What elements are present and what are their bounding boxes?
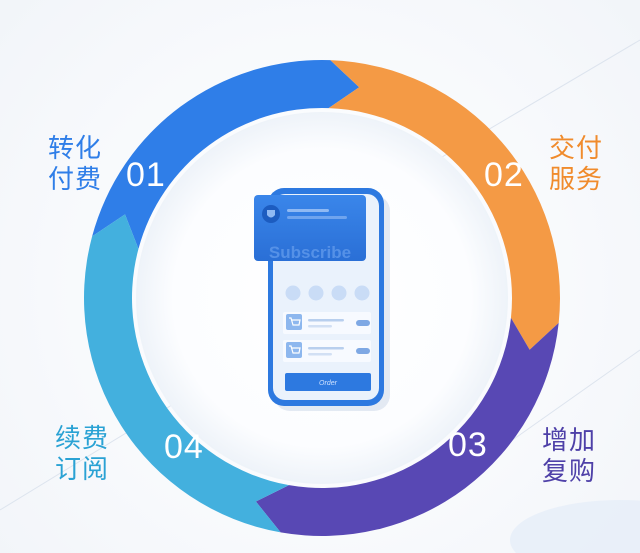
product-row bbox=[283, 340, 371, 362]
step-label-04-line1: 续费 bbox=[55, 424, 110, 454]
avatar-dot bbox=[354, 285, 370, 301]
avatar-dot bbox=[285, 285, 301, 301]
cycle-segment-03 bbox=[255, 317, 559, 536]
avatar-dot bbox=[308, 285, 324, 301]
shield-badge-glyph bbox=[267, 210, 275, 218]
product-line bbox=[308, 347, 344, 350]
step-label-02-line1: 交付 bbox=[549, 134, 604, 164]
step-number-02: 02 bbox=[484, 156, 524, 194]
cycle-segment-01 bbox=[92, 59, 360, 249]
step-number-03: 03 bbox=[448, 426, 488, 464]
step-number-01: 01 bbox=[126, 156, 166, 194]
step-label-03-line1: 增加 bbox=[542, 426, 597, 456]
product-pill bbox=[356, 320, 370, 326]
order-button bbox=[285, 373, 371, 391]
step-label-04: 续费 订阅 bbox=[55, 424, 109, 486]
subscribe-card bbox=[254, 195, 366, 261]
avatar-dot bbox=[331, 285, 347, 301]
phone-illustration: Subscribe Order bbox=[254, 188, 390, 411]
subscribe-card-text: Subscribe bbox=[269, 243, 351, 262]
cycle-segment-04 bbox=[83, 214, 290, 533]
decor-blob bbox=[510, 500, 640, 553]
product-line bbox=[308, 325, 332, 328]
cycle-segment-02 bbox=[328, 60, 560, 350]
cart-glyph bbox=[289, 317, 301, 326]
step-label-01-line1: 转化 bbox=[48, 134, 103, 164]
step-label-03-line2: 复购 bbox=[542, 457, 597, 487]
card-line bbox=[287, 209, 329, 212]
step-label-04-line2: 订阅 bbox=[55, 455, 110, 485]
product-row bbox=[283, 312, 371, 334]
step-label-02: 交付 服务 bbox=[549, 134, 603, 196]
card-line bbox=[287, 216, 347, 219]
product-pill bbox=[356, 348, 370, 354]
step-label-03: 增加 复购 bbox=[542, 426, 596, 488]
order-button-text: Order bbox=[319, 380, 338, 387]
step-label-01: 转化 付费 bbox=[48, 134, 102, 196]
step-number-04: 04 bbox=[164, 428, 204, 466]
step-label-01-line2: 付费 bbox=[48, 165, 103, 195]
cart-glyph bbox=[289, 345, 301, 354]
step-label-02-line2: 服务 bbox=[549, 165, 604, 195]
product-line bbox=[308, 319, 344, 322]
product-line bbox=[308, 353, 332, 356]
